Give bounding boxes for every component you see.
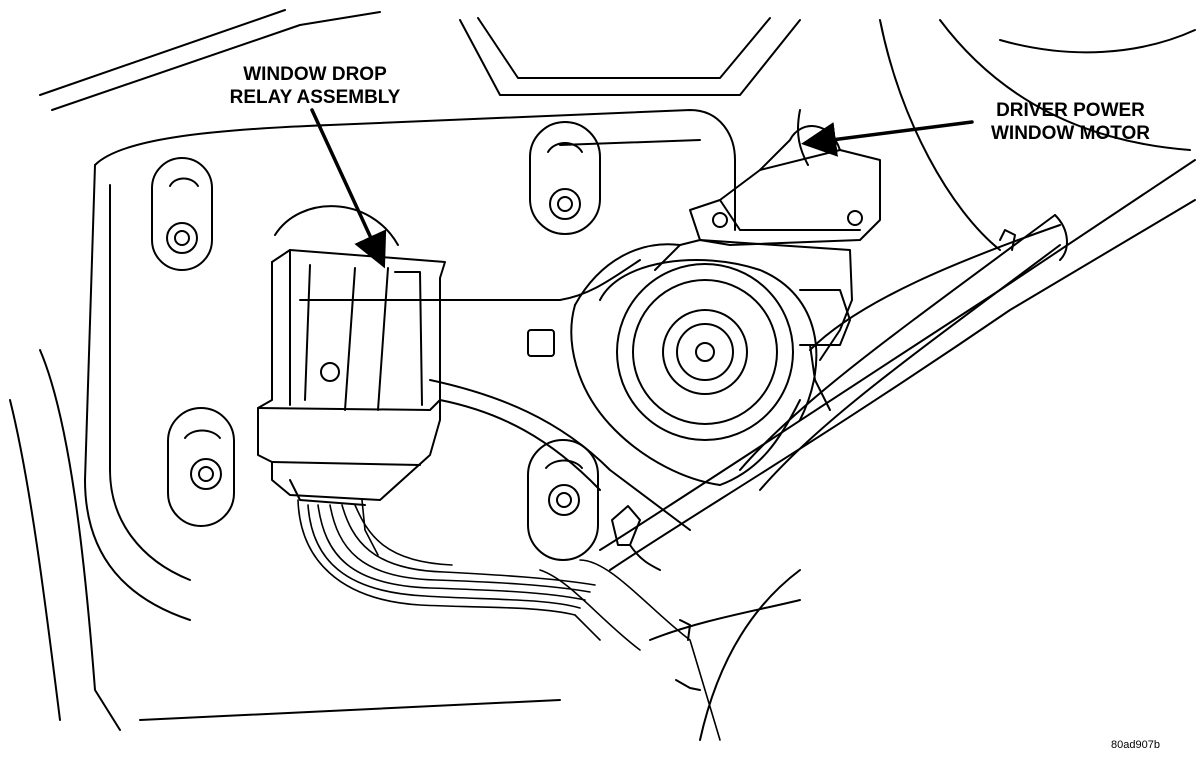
relay-leader-arrow	[310, 108, 387, 269]
window-drop-relay	[257, 249, 446, 506]
harness-clip-screw	[611, 505, 661, 571]
mounting-boss-lower-center	[527, 439, 599, 561]
mounting-boss-lower-left	[167, 407, 235, 527]
access-hole	[274, 205, 399, 246]
mounting-boss-upper-left	[151, 157, 213, 271]
door-panel-outline	[9, 9, 1196, 731]
motor-bracket	[689, 109, 881, 246]
relay-callout-label: WINDOW DROP RELAY ASSEMBLY	[205, 63, 425, 109]
relay-callout-line1: WINDOW DROP	[243, 64, 387, 85]
mounting-boss-upper-center	[529, 121, 601, 235]
motor-callout-line1: DRIVER POWER	[996, 100, 1145, 121]
relay-callout-line2: RELAY ASSEMBLY	[229, 87, 401, 108]
window-motor	[570, 239, 853, 486]
motor-leader-arrow	[801, 120, 974, 157]
wire-harness	[297, 499, 721, 741]
panel-tab	[527, 329, 555, 357]
motor-callout-label: DRIVER POWER WINDOW MOTOR	[968, 99, 1173, 145]
door-trim-edge	[599, 159, 1196, 741]
motor-callout-line2: WINDOW MOTOR	[990, 123, 1150, 144]
figure-id: 80ad907b	[1111, 739, 1160, 751]
